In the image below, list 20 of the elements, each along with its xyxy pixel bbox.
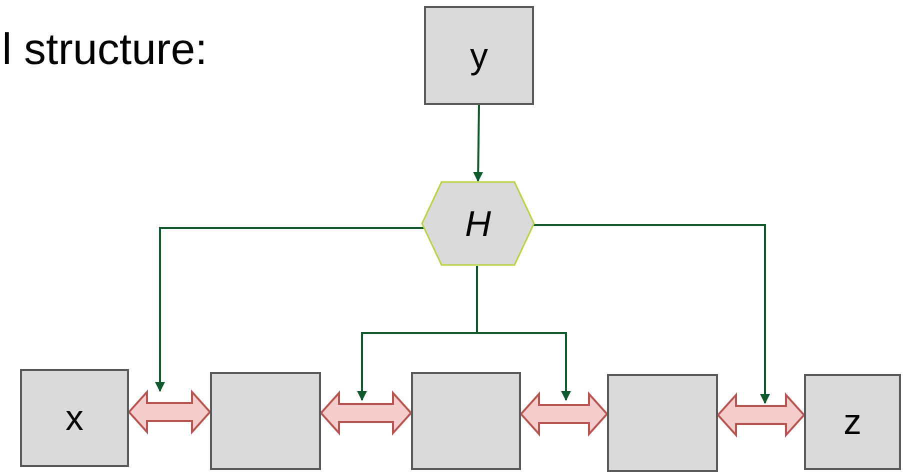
square-box (411, 372, 521, 470)
square-box (424, 6, 534, 105)
double-arrow (520, 391, 608, 437)
square-box (804, 374, 901, 470)
arrow (155, 227, 424, 392)
square-box (210, 372, 321, 470)
double-arrow (128, 389, 212, 435)
heading-text: l structure: (2, 28, 208, 72)
double-arrow (320, 390, 412, 436)
double-arrow (716, 392, 806, 438)
node-label: y (470, 38, 488, 74)
node-label: z (844, 404, 862, 440)
hexagon-node (421, 181, 535, 266)
node-label: H (465, 206, 491, 242)
square-box (607, 374, 718, 472)
node-label: x (66, 400, 84, 436)
arrow (532, 224, 770, 404)
arrow (476, 266, 571, 401)
square-box (20, 369, 129, 467)
arrow (473, 104, 484, 182)
